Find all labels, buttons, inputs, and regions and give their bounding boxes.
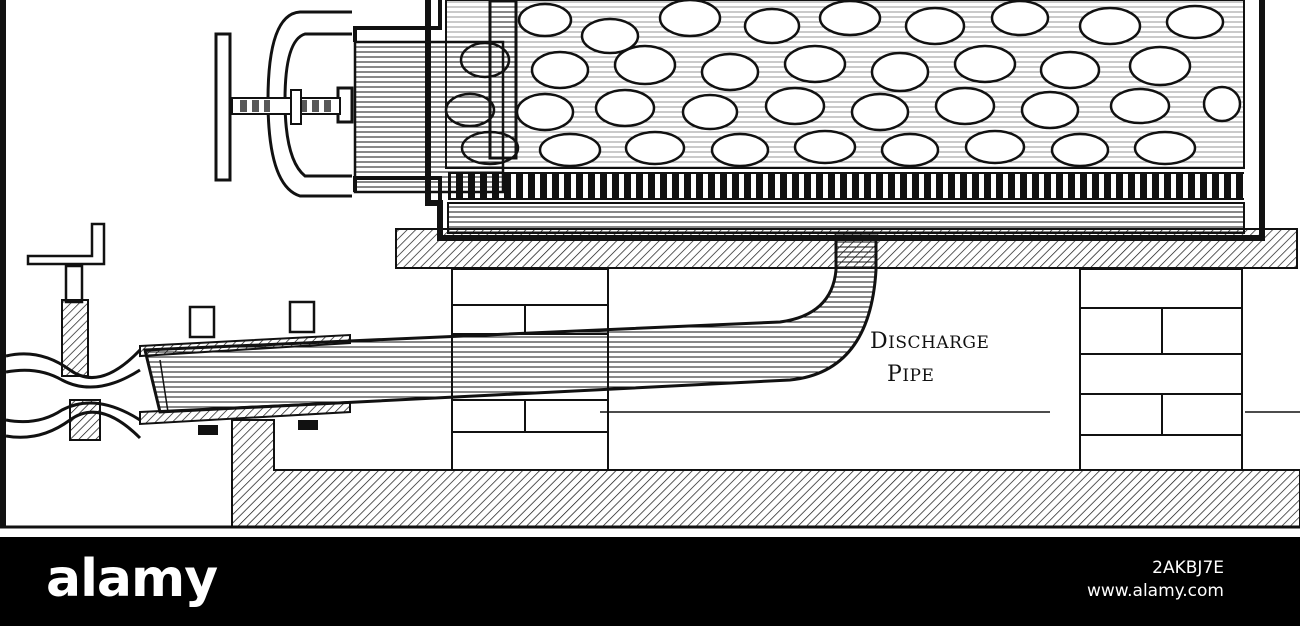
discharge-pipe (143, 234, 878, 414)
plunger-ram (353, 0, 518, 194)
brick-pier-right (1079, 268, 1243, 471)
fuel-charge (444, 0, 1242, 168)
discharge-pipe-label: DISCHARGE (870, 329, 989, 354)
image-id: 2AKBJ7E (1152, 558, 1224, 578)
grate-bars (448, 172, 1244, 200)
handwheel-icon (214, 32, 232, 182)
valve-stem (26, 222, 106, 441)
brand-logo: alamy (46, 549, 218, 609)
site-url: www.alamy.com (1086, 581, 1224, 601)
left-frame-edge (0, 0, 6, 526)
watermark-banner: alamy 2AKBJ7E www.alamy.com (0, 537, 1300, 626)
pipe-stud-1 (188, 305, 216, 339)
engraving-diagram: DISCHARGE PIPE (0, 0, 1300, 529)
pipe-stud-2 (288, 300, 316, 334)
feed-throat-flange (353, 0, 442, 203)
feed-screw (231, 89, 341, 125)
pipe-flange-top (139, 333, 351, 358)
ash-pit (447, 202, 1245, 234)
discharge-pipe-label-line2: PIPE (887, 362, 934, 387)
floor-slab (0, 419, 1300, 529)
